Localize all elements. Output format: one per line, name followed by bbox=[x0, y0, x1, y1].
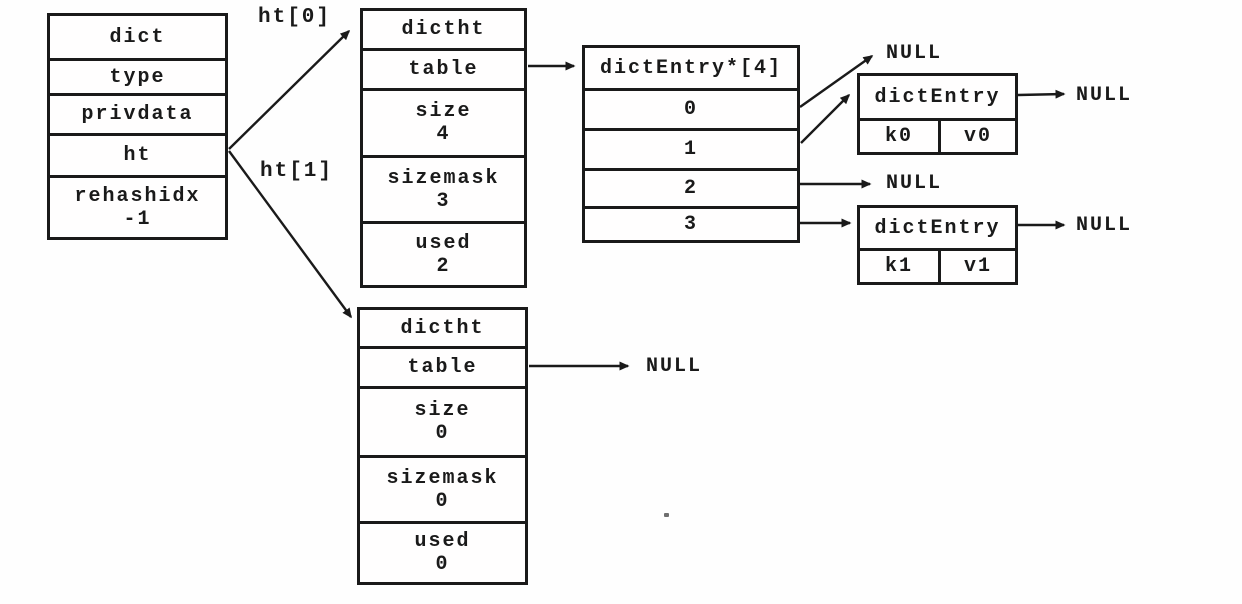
entry-array-title: dictEntry*[4] bbox=[599, 56, 783, 80]
null-label-entry1-next: NULL bbox=[1076, 214, 1133, 237]
dictentry1-title: dictEntry bbox=[874, 216, 1001, 240]
dictht1-struct-box: dictht table size 0 sizemask 0 used 0 bbox=[357, 307, 528, 585]
dictht0-table-cell: table bbox=[363, 48, 524, 88]
dictentry0-key: k0 bbox=[884, 125, 913, 148]
dictht1-sizemask-label: sizemask bbox=[386, 466, 499, 490]
dictentry1-value: v1 bbox=[963, 255, 992, 278]
dictentry1-key-cell: k1 bbox=[860, 251, 938, 282]
dict-field-ht: ht bbox=[50, 133, 225, 175]
slot3-index: 3 bbox=[683, 213, 698, 236]
dictht1-used-value: 0 bbox=[435, 553, 450, 576]
dictht1-table-cell: table bbox=[360, 346, 525, 386]
dictht1-size-cell: size 0 bbox=[360, 386, 525, 455]
field-privdata-label: privdata bbox=[81, 103, 194, 126]
dictht0-sizemask-label: sizemask bbox=[387, 166, 500, 190]
dictentry1-box: dictEntry k1 v1 bbox=[857, 205, 1018, 285]
dictht1-used-cell: used 0 bbox=[360, 521, 525, 582]
field-rehashidx-value: -1 bbox=[123, 207, 152, 231]
entry-array-slot-3: 3 bbox=[585, 206, 797, 240]
entry-array-title-cell: dictEntry*[4] bbox=[585, 48, 797, 88]
dictht1-sizemask-cell: sizemask 0 bbox=[360, 455, 525, 521]
dictentry0-value-cell: v0 bbox=[938, 121, 1015, 152]
dictht0-title: dictht bbox=[401, 18, 486, 41]
field-ht-label: ht bbox=[123, 144, 152, 167]
dict-struct-box: dict type privdata ht rehashidx -1 bbox=[47, 13, 228, 240]
dictht1-table-label: table bbox=[407, 356, 478, 379]
dictht1-used-label: used bbox=[414, 530, 471, 553]
field-type-label: type bbox=[109, 65, 166, 89]
dictht0-used-label: used bbox=[415, 231, 472, 255]
slot0-index: 0 bbox=[683, 98, 698, 121]
field-rehashidx-label: rehashidx bbox=[74, 184, 201, 208]
scan-speck bbox=[664, 513, 669, 517]
null-label-entry0-next: NULL bbox=[1076, 84, 1133, 107]
dictht0-size-value: 4 bbox=[436, 123, 451, 146]
dictentry0-kv-row: k0 v0 bbox=[860, 118, 1015, 152]
dictentry1-title-cell: dictEntry bbox=[860, 208, 1015, 248]
dictentry1-key: k1 bbox=[884, 255, 913, 278]
slot2-index: 2 bbox=[683, 177, 698, 200]
null-label-slot0: NULL bbox=[886, 42, 943, 65]
slot1-index: 1 bbox=[683, 138, 698, 161]
dictht1-size-value: 0 bbox=[435, 422, 450, 445]
dictentry0-key-cell: k0 bbox=[860, 121, 938, 152]
dictht0-size-label: size bbox=[415, 100, 472, 123]
arrow-ht0-pointer bbox=[228, 29, 351, 150]
dict-field-type: type bbox=[50, 58, 225, 93]
dictht0-struct-box: dictht table size 4 sizemask 3 used 2 bbox=[360, 8, 527, 288]
dictht0-table-label: table bbox=[408, 58, 479, 81]
dictht1-size-label: size bbox=[414, 399, 471, 422]
null-label-table1: NULL bbox=[646, 355, 703, 378]
entry-array-slot-2: 2 bbox=[585, 168, 797, 206]
dictht0-title-cell: dictht bbox=[363, 11, 524, 48]
dictht1-title-cell: dictht bbox=[360, 310, 525, 346]
dictentry0-box: dictEntry k0 v0 bbox=[857, 73, 1018, 155]
dictentry-array-box: dictEntry*[4] 0 1 2 3 bbox=[582, 45, 800, 243]
dict-title-cell: dict bbox=[50, 16, 225, 58]
dict-title: dict bbox=[109, 25, 166, 49]
dictht0-sizemask-cell: sizemask 3 bbox=[363, 155, 524, 221]
dictentry0-title-cell: dictEntry bbox=[860, 76, 1015, 118]
ht1-pointer-label: ht[1] bbox=[260, 160, 334, 183]
entry-array-slot-1: 1 bbox=[585, 128, 797, 168]
dict-field-rehashidx: rehashidx -1 bbox=[50, 175, 225, 237]
null-label-slot2: NULL bbox=[886, 172, 943, 195]
dictht1-sizemask-value: 0 bbox=[435, 489, 450, 513]
entry-array-slot-0: 0 bbox=[585, 88, 797, 128]
arrow-slot1-to-entry0 bbox=[800, 93, 851, 144]
dictht0-used-value: 2 bbox=[436, 254, 451, 278]
dictht1-title: dictht bbox=[400, 316, 485, 340]
dictentry0-value: v0 bbox=[963, 125, 992, 148]
dictht0-size-cell: size 4 bbox=[363, 88, 524, 155]
dictentry1-value-cell: v1 bbox=[938, 251, 1015, 282]
dictentry0-title: dictEntry bbox=[874, 85, 1001, 109]
dictht0-used-cell: used 2 bbox=[363, 221, 524, 285]
arrow-entry0-next-null bbox=[1017, 89, 1066, 99]
dict-field-privdata: privdata bbox=[50, 93, 225, 133]
ht0-pointer-label: ht[0] bbox=[258, 6, 332, 29]
dictentry1-kv-row: k1 v1 bbox=[860, 248, 1015, 282]
dictht0-sizemask-value: 3 bbox=[436, 189, 451, 213]
